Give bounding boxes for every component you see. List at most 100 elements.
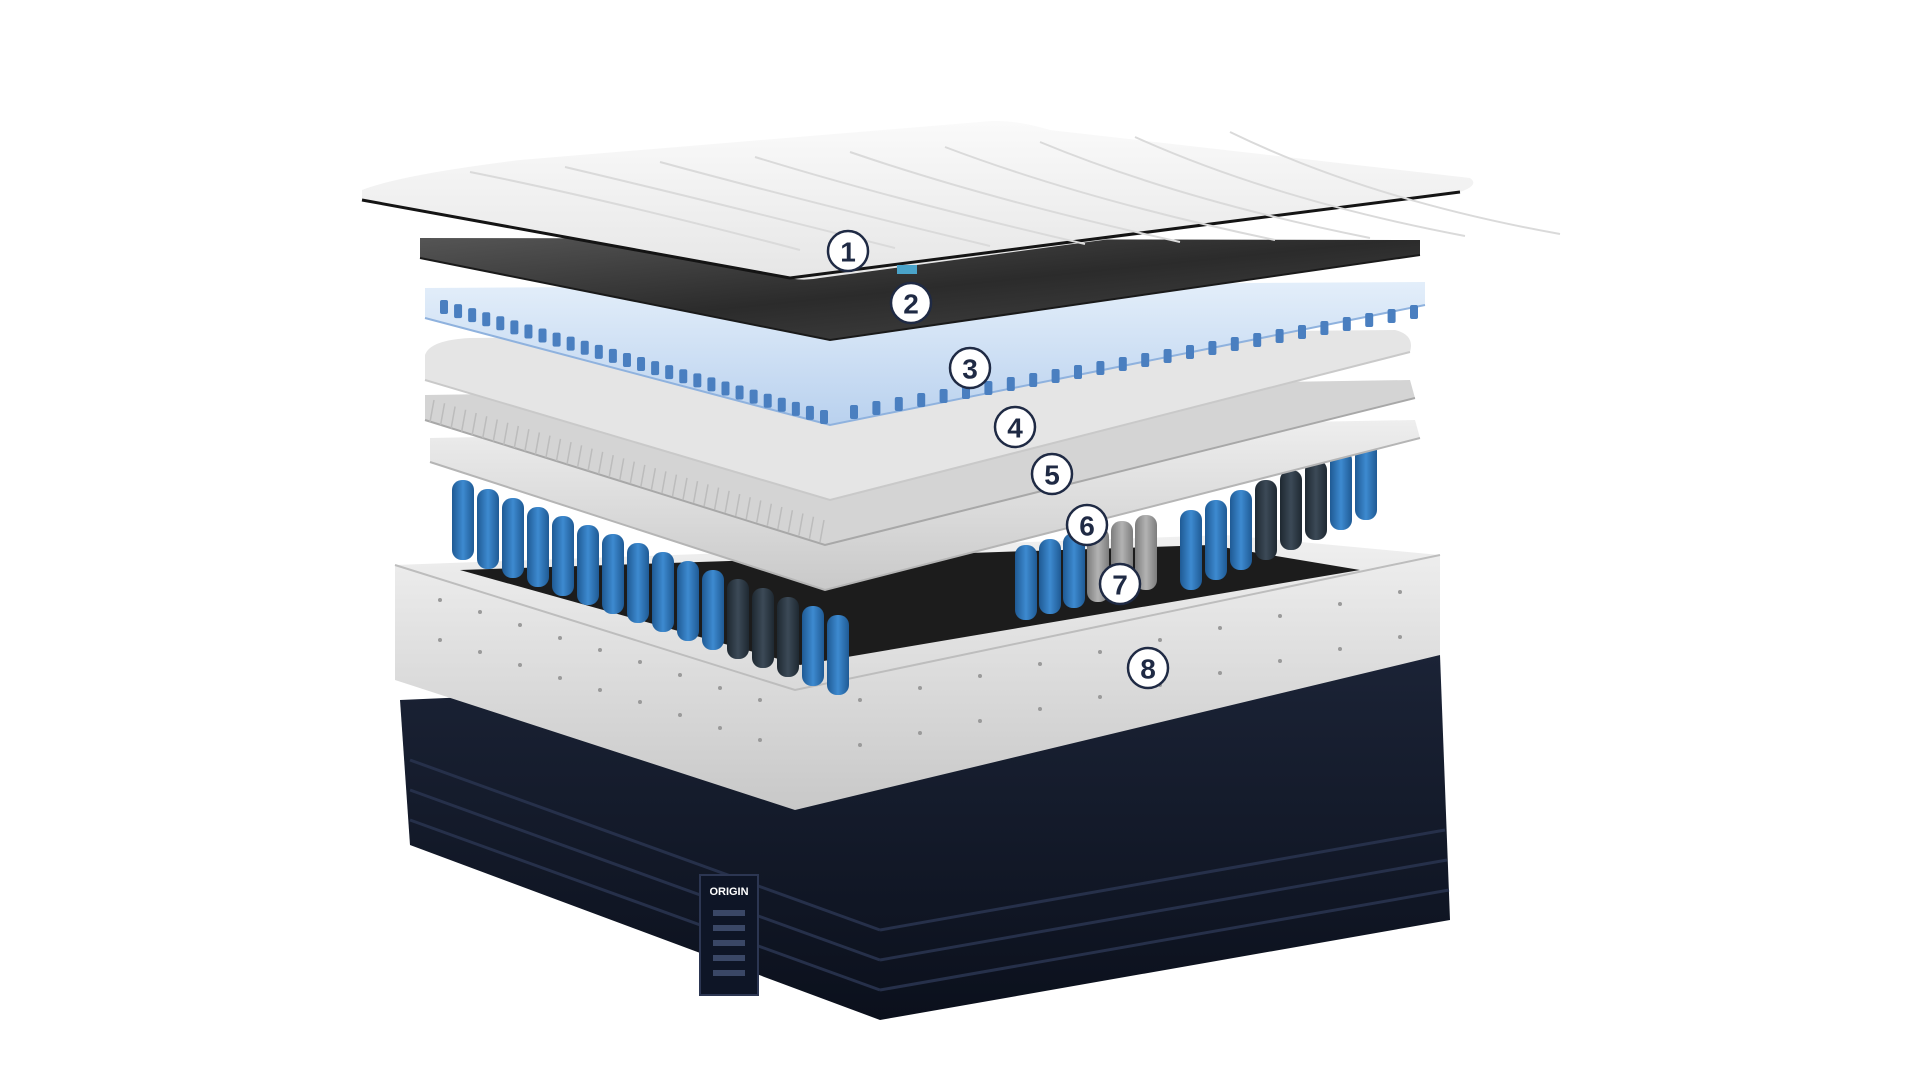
rib-line [460,409,467,432]
foam-cell [820,410,828,424]
rib-line [692,480,699,504]
pocket-spring [627,543,649,623]
foam-cell [454,304,463,319]
quilt-line [754,156,1086,245]
pocket-spring [502,498,524,578]
badge-8: 8 [1126,646,1170,690]
pocket-spring [1205,500,1227,580]
rib-line [724,490,730,513]
rib-line [450,406,456,429]
rib-line [608,455,614,478]
foam-cell [538,328,547,343]
rib-line [766,503,773,526]
quilt-line [1134,136,1466,237]
foam-cell [763,393,772,408]
foam-cell [1096,361,1105,375]
rib-line [661,471,667,494]
foam-cell [496,316,505,331]
pocket-spring [1135,515,1157,590]
quilt-line [944,146,1276,241]
rib-line [629,461,636,484]
blue-foam-layer [424,282,1426,427]
badge-7: 7 [1098,562,1142,606]
foam-cell [939,389,948,403]
foam-cell [1208,341,1217,355]
rib-line [555,438,562,462]
foam-cell [665,365,674,380]
quilt-line [469,171,801,251]
pocket-spring [1015,545,1037,620]
foam-cell [850,405,858,419]
pocket-spring [552,516,574,596]
rib-line [682,477,688,500]
pocket-spring [1255,480,1277,560]
foam-cell [1163,349,1172,363]
badge-2: 2 [889,281,933,325]
pocket-spring [477,489,499,569]
foam-cell [872,401,881,415]
badge-3: 3 [948,346,992,390]
badge-7-label: 7 [1112,570,1128,601]
foam-cell [1006,377,1015,391]
badge-5: 5 [1030,452,1074,496]
badge-3-label: 3 [962,354,978,385]
rib-line [492,419,498,442]
foam-cell [552,332,561,347]
foam-cell [524,324,533,339]
foam-cell [1342,317,1351,331]
foam-cell [1387,309,1396,323]
badge-2-label: 2 [903,289,919,320]
rib-line [513,425,520,449]
pocket-spring [777,597,799,677]
foam-cell [566,336,575,351]
badge-4-label: 4 [1007,413,1023,444]
badge-5-label: 5 [1044,460,1060,491]
badge-1: 1 [826,229,870,273]
foam-cell [1186,345,1194,359]
rib-line [713,487,720,510]
foam-cell [917,393,926,407]
foam-cell [1074,365,1082,379]
foam-cell [805,405,814,420]
rib-line [819,519,825,543]
pocket-spring [577,525,599,605]
top-fabric-layer [361,121,1561,280]
badge-6: 6 [1065,503,1109,547]
foam-cell [482,312,491,327]
foam-cell [749,389,758,404]
rib-line [777,506,783,530]
foam-cell [1141,353,1150,367]
foam-cell [735,385,744,400]
foam-cell [679,369,688,384]
foam-cell [594,344,603,359]
pocket-spring [1280,470,1302,550]
rib-line [429,399,435,423]
rib-line [471,412,477,436]
pocket-spring [802,606,824,686]
badge-4: 4 [993,405,1037,449]
badge-8-label: 8 [1140,654,1156,685]
rib-line [798,513,804,536]
pocket-spring [652,552,674,632]
foam-cell [1118,357,1127,371]
rib-line [671,474,678,497]
foam-cell [510,320,519,335]
pocket-spring [1180,510,1202,590]
rib-line [597,451,604,475]
pocket-spring [602,534,624,614]
foam-cell [1275,329,1284,343]
rib-line [576,445,583,468]
pocket-spring [752,588,774,668]
foam-cell [721,381,730,396]
brand-label: ORIGIN [709,886,748,898]
foam-cell [693,373,702,388]
rib-line [534,432,541,455]
foam-cell [894,397,903,411]
pocket-springs-layer [452,440,1377,695]
foam-cell [707,377,716,392]
rib-line [703,484,709,507]
foam-cell [1051,369,1060,383]
pocket-spring [827,615,849,695]
pocket-spring [1039,539,1061,614]
quilt-line [1039,141,1371,239]
